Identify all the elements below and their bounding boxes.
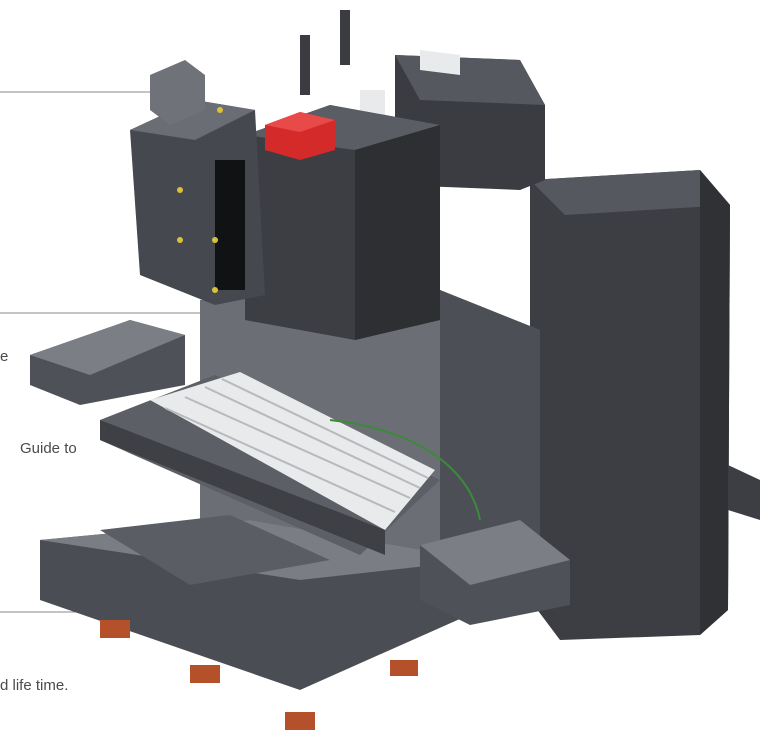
callout-text-2: Guide to — [20, 440, 77, 457]
column-tower — [530, 170, 730, 640]
callout-text-3: d life time. — [0, 677, 69, 694]
callout-text-1: e — [0, 348, 9, 365]
foot-2 — [190, 665, 220, 683]
magazine-motor — [150, 60, 205, 125]
foot-4 — [390, 660, 418, 676]
foot-3 — [285, 712, 315, 730]
foot-1 — [100, 620, 130, 638]
work-table-surface — [150, 372, 435, 530]
